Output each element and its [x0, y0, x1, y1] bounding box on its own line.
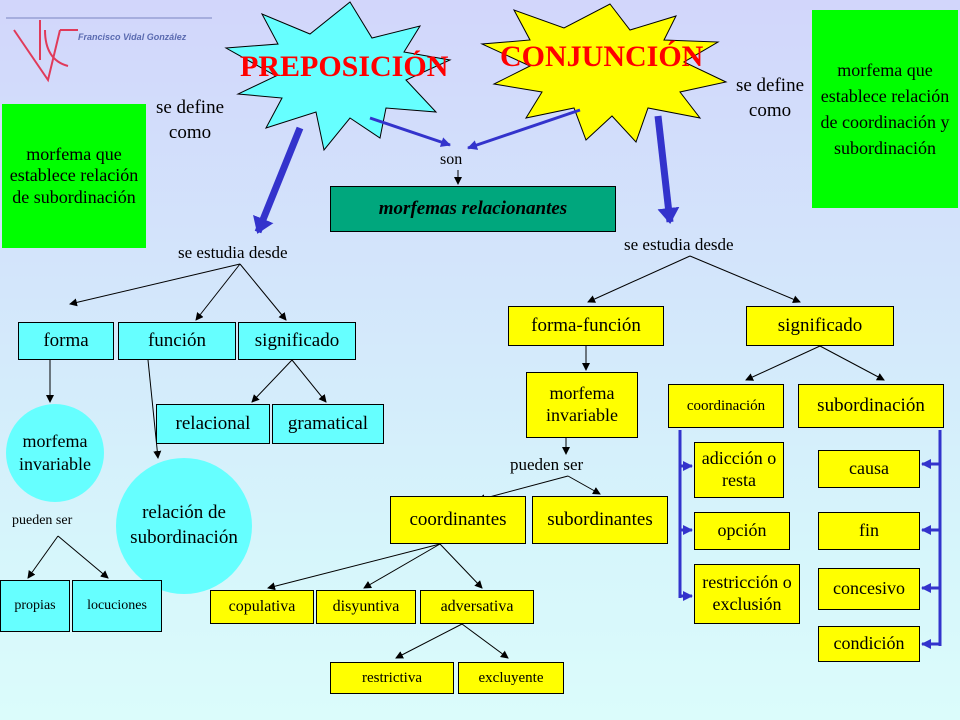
prep-relacion-subordinacion: relación de subordinación	[116, 458, 252, 594]
son-label: son	[440, 151, 463, 168]
se-define-right: se define como	[735, 75, 805, 121]
morfemas-relacionantes-box: morfemas relacionantes	[330, 186, 616, 232]
conj-disyuntiva: disyuntiva	[316, 590, 416, 624]
conj-adversativa: adversativa	[420, 590, 534, 624]
conj-forma-funcion: forma-función	[508, 306, 664, 346]
conj-subordinacion: subordinación	[798, 384, 944, 428]
conj-opcion: opción	[694, 512, 790, 550]
logo-author: Francisco Vidal González	[78, 32, 187, 42]
se-define-left: se define como	[155, 97, 225, 143]
conj-concesivo: concesivo	[818, 568, 920, 610]
preposicion-title: PREPOSICIÓN	[240, 50, 449, 83]
prep-relacional: relacional	[156, 404, 270, 444]
prep-forma: forma	[18, 322, 114, 360]
conj-causa: causa	[818, 450, 920, 488]
conjuncion-burst	[480, 3, 728, 143]
prep-funcion: función	[118, 322, 236, 360]
coordinacion-bracket	[678, 430, 693, 601]
prep-morfema-invariable: morfema invariable	[6, 404, 104, 502]
conj-restriccion: restricción o exclusión	[694, 564, 800, 624]
conj-adiccion: adicción o resta	[694, 442, 784, 498]
subordinacion-bracket	[921, 430, 942, 649]
conj-condicion: condición	[818, 626, 920, 662]
prep-gramatical: gramatical	[272, 404, 384, 444]
prep-significado: significado	[238, 322, 356, 360]
se-estudia-left: se estudia desde	[178, 243, 288, 262]
pueden-ser-mid: pueden ser	[510, 455, 584, 474]
pueden-ser-left: pueden ser	[12, 513, 73, 528]
preposicion-burst	[224, 1, 452, 152]
conj-subordinantes: subordinantes	[532, 496, 668, 544]
prep-propias: propias	[0, 580, 70, 632]
conjuncion-title: CONJUNCIÓN	[500, 40, 704, 73]
se-estudia-right: se estudia desde	[624, 235, 734, 254]
conj-morfema-invariable: morfema invariable	[526, 372, 638, 438]
logo-mark	[6, 17, 212, 83]
conj-coordinantes: coordinantes	[390, 496, 526, 544]
connector-lines	[27, 170, 885, 659]
conj-significado: significado	[746, 306, 894, 346]
conj-coordinacion: coordinación	[668, 384, 784, 428]
conj-copulativa: copulativa	[210, 590, 314, 624]
prep-locuciones: locuciones	[72, 580, 162, 632]
conj-excluyente: excluyente	[458, 662, 564, 694]
conj-fin: fin	[818, 512, 920, 550]
conjuncion-definition: morfema que establece relación de coordi…	[812, 10, 958, 208]
preposicion-definition: morfema que establece relación de subord…	[2, 104, 146, 248]
conj-restrictiva: restrictiva	[330, 662, 454, 694]
